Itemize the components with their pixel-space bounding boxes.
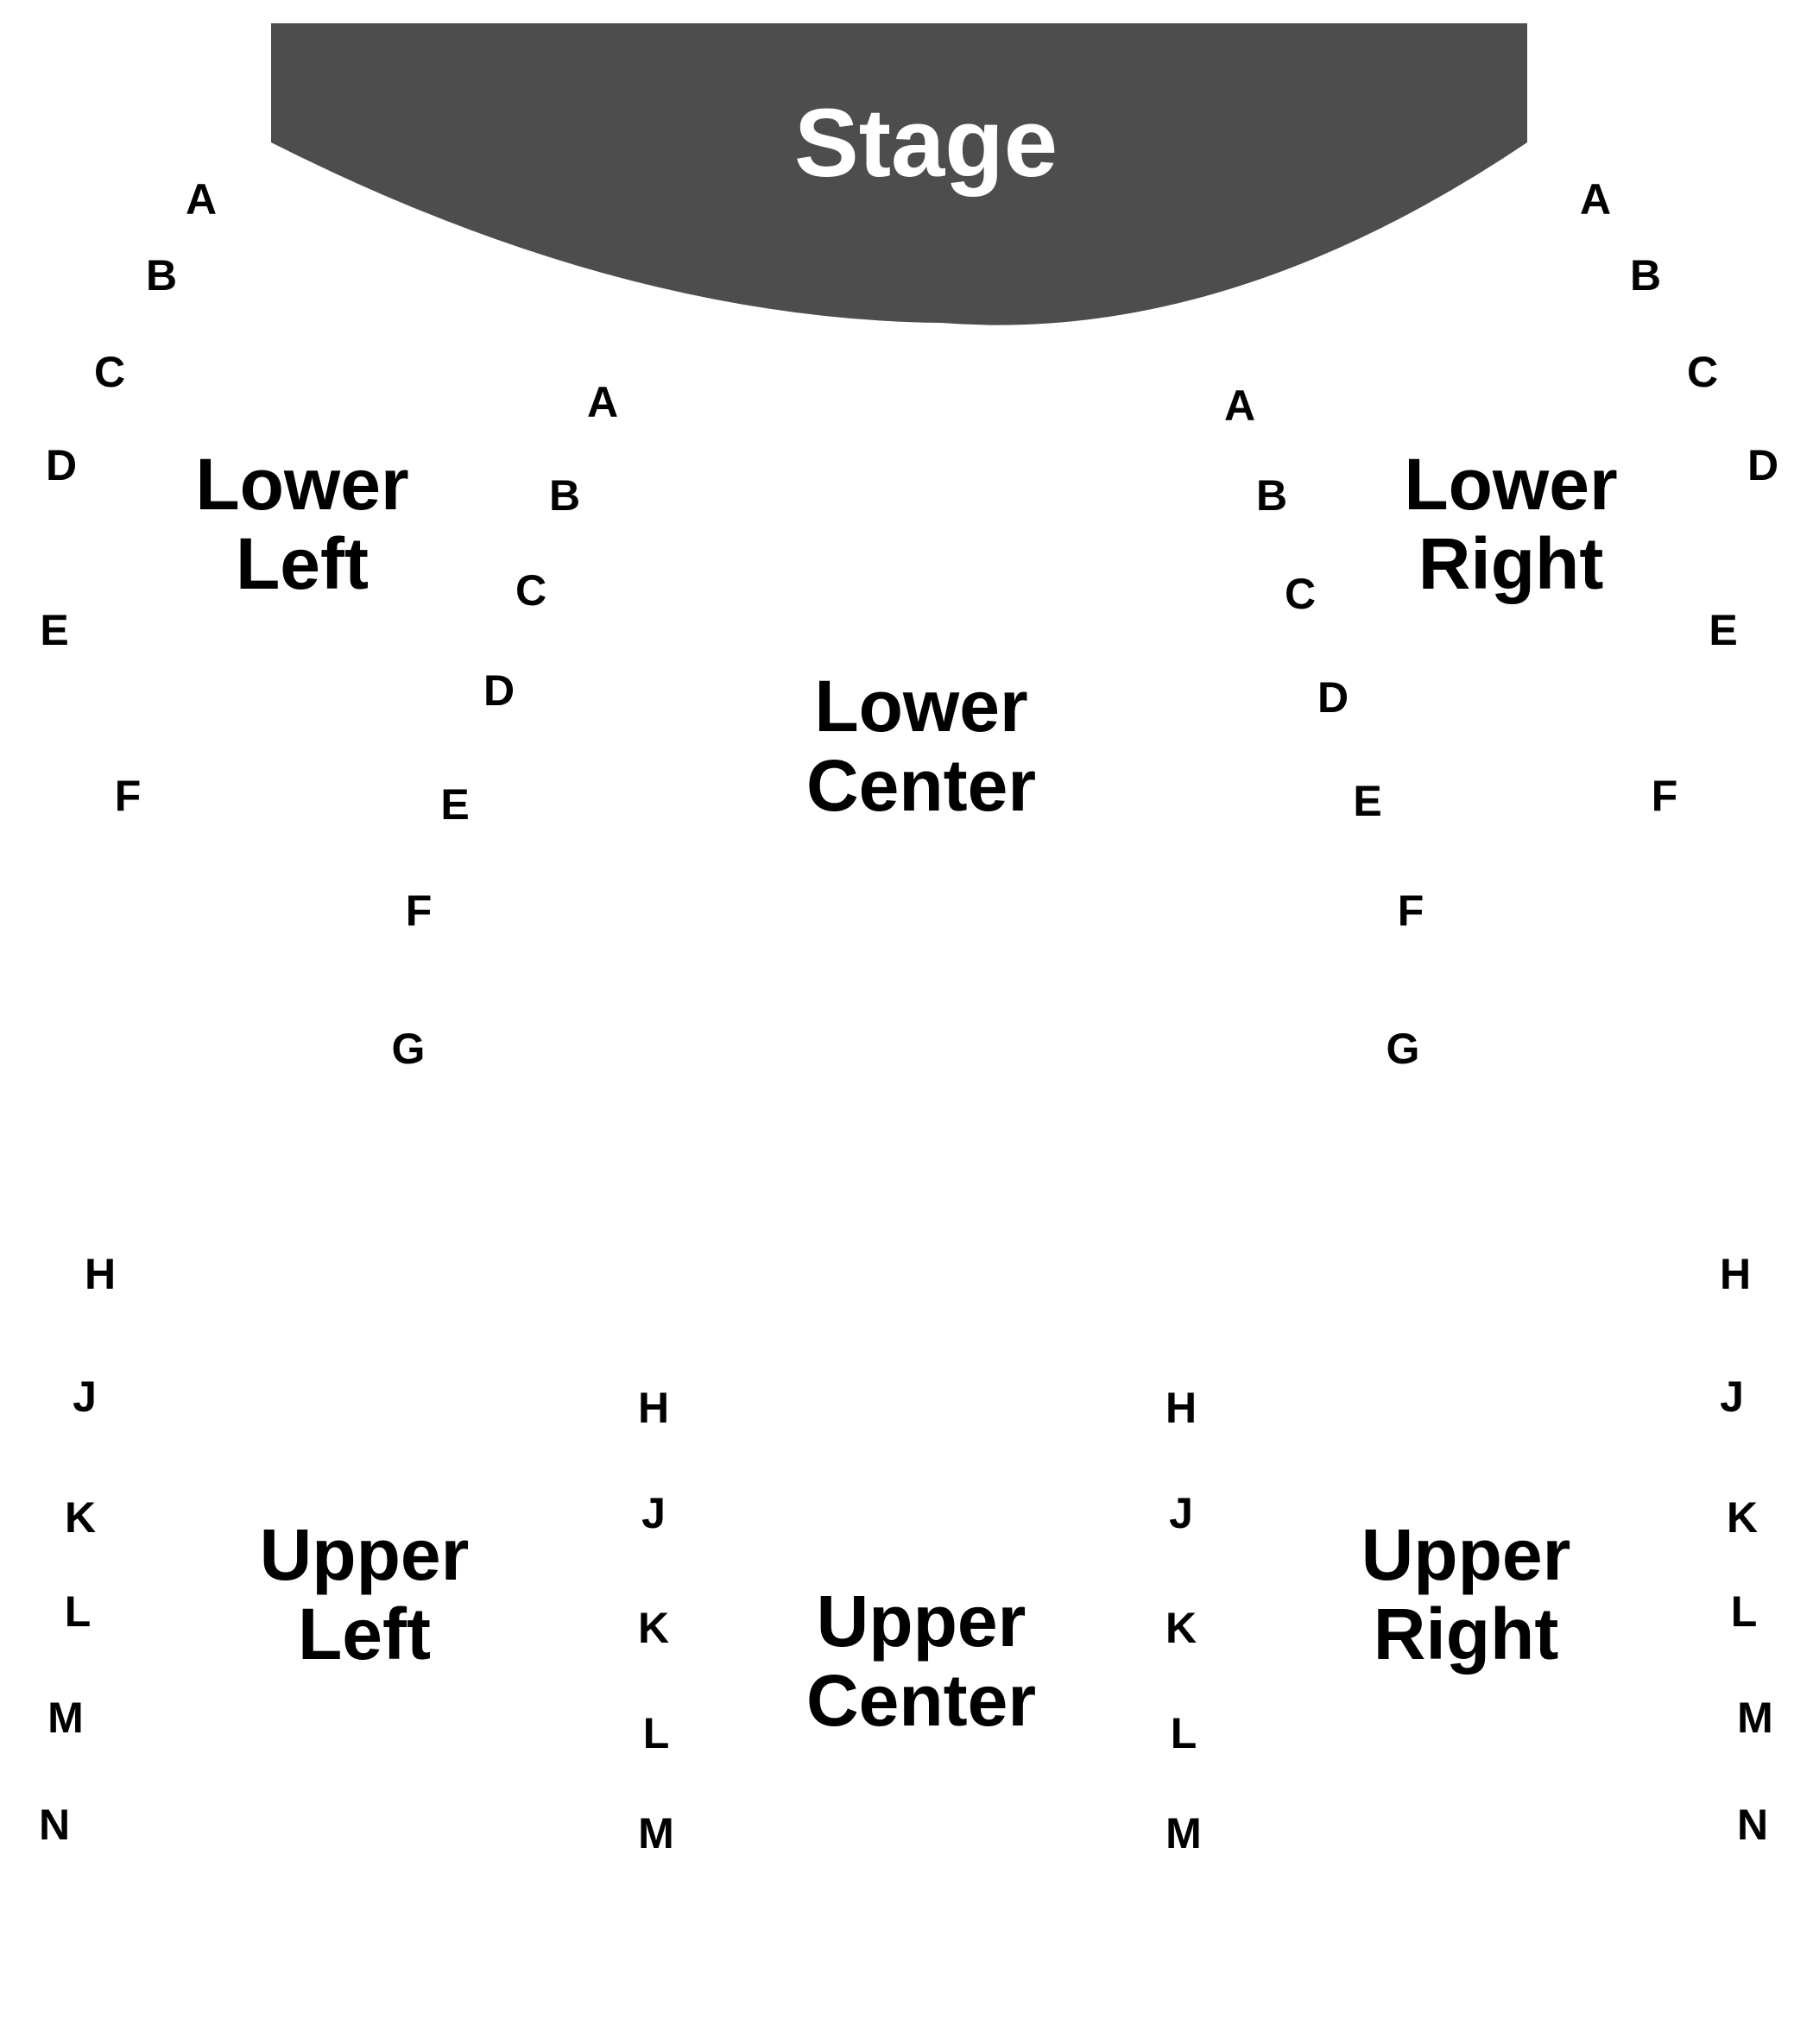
row-label-lower-right-outer-d: D [1747,441,1779,489]
section-lower-left[interactable]: Lower Left [130,445,475,603]
row-label-lower-right-inner-g: G [1386,1025,1420,1073]
row-label-lower-left-inner-f: F [405,886,433,935]
row-label-upper-right-inner-h: H [1165,1384,1197,1432]
row-label-upper-left-inner-h: H [637,1384,670,1432]
section-label-line1: Lower [814,666,1028,747]
section-upper-right[interactable]: Upper Right [1293,1515,1639,1674]
stage-label: Stage [794,89,1058,197]
row-label-upper-left-outer-k: K [64,1493,97,1542]
row-label-upper-right-outer-l: L [1730,1587,1758,1636]
section-label-line2: Center [805,745,1037,826]
row-label-lower-left-outer-d: D [45,441,78,489]
section-label-line2: Center [805,1660,1037,1741]
row-label-lower-right-inner-e: E [1353,777,1382,825]
row-label-upper-right-inner-l: L [1170,1709,1197,1757]
row-label-upper-right-inner-j: J [1169,1489,1193,1537]
row-label-upper-right-outer-j: J [1720,1372,1744,1421]
row-label-lower-left-outer-c: C [93,348,126,396]
section-label-line1: Lower [1404,444,1618,525]
row-label-upper-left-outer-n: N [38,1801,71,1849]
row-label-lower-right-outer-b: B [1629,251,1662,300]
section-label-line2: Left [298,1593,431,1675]
row-label-lower-left-outer-a: A [185,175,218,224]
row-label-upper-right-outer-k: K [1726,1493,1759,1542]
row-label-upper-right-inner-k: K [1165,1604,1197,1652]
row-label-lower-right-outer-a: A [1579,175,1612,224]
row-label-lower-right-outer-e: E [1709,606,1738,654]
row-label-lower-right-inner-c: C [1284,570,1317,618]
section-upper-center[interactable]: Upper Center [749,1581,1094,1740]
row-label-upper-left-outer-j: J [73,1372,97,1421]
row-label-lower-right-inner-a: A [1223,382,1256,430]
row-label-lower-right-inner-f: F [1397,886,1424,935]
row-label-upper-right-inner-m: M [1166,1809,1202,1858]
row-label-lower-right-inner-b: B [1255,471,1288,520]
stage-shape [271,23,1527,325]
row-label-upper-right-outer-h: H [1719,1250,1752,1298]
section-label-line1: Upper [816,1580,1027,1662]
row-label-upper-right-outer-n: N [1736,1801,1769,1849]
row-label-lower-left-outer-e: E [40,606,69,654]
row-label-upper-left-inner-k: K [637,1604,670,1652]
row-label-lower-left-inner-c: C [515,566,547,615]
section-label-line2: Right [1418,523,1604,604]
row-label-lower-left-inner-d: D [483,666,515,715]
row-label-upper-left-inner-l: L [642,1709,670,1757]
row-label-upper-left-inner-m: M [638,1809,674,1858]
section-label-line2: Right [1373,1593,1559,1675]
section-label-line1: Upper [259,1514,470,1595]
row-label-lower-left-outer-f: F [114,772,142,820]
section-label-line1: Lower [195,444,409,525]
row-label-upper-left-outer-h: H [84,1250,117,1298]
row-label-upper-right-outer-m: M [1737,1694,1773,1742]
section-lower-center[interactable]: Lower Center [749,666,1094,825]
row-label-lower-left-inner-g: G [391,1025,426,1073]
row-label-lower-right-outer-c: C [1686,348,1719,396]
stage-area [271,23,1527,325]
row-label-lower-right-inner-d: D [1317,673,1349,722]
row-label-lower-left-inner-a: A [586,378,619,426]
section-label-line1: Upper [1361,1514,1571,1595]
row-label-upper-left-inner-j: J [641,1489,666,1537]
row-label-lower-left-inner-b: B [548,471,581,520]
row-label-upper-left-outer-l: L [64,1587,92,1636]
row-label-lower-right-outer-f: F [1651,772,1678,820]
section-lower-right[interactable]: Lower Right [1338,445,1684,603]
row-label-upper-left-outer-m: M [47,1694,84,1742]
section-upper-left[interactable]: Upper Left [192,1515,537,1674]
section-label-line2: Left [236,523,369,604]
row-label-lower-left-outer-b: B [145,251,178,300]
row-label-lower-left-inner-e: E [440,780,470,829]
